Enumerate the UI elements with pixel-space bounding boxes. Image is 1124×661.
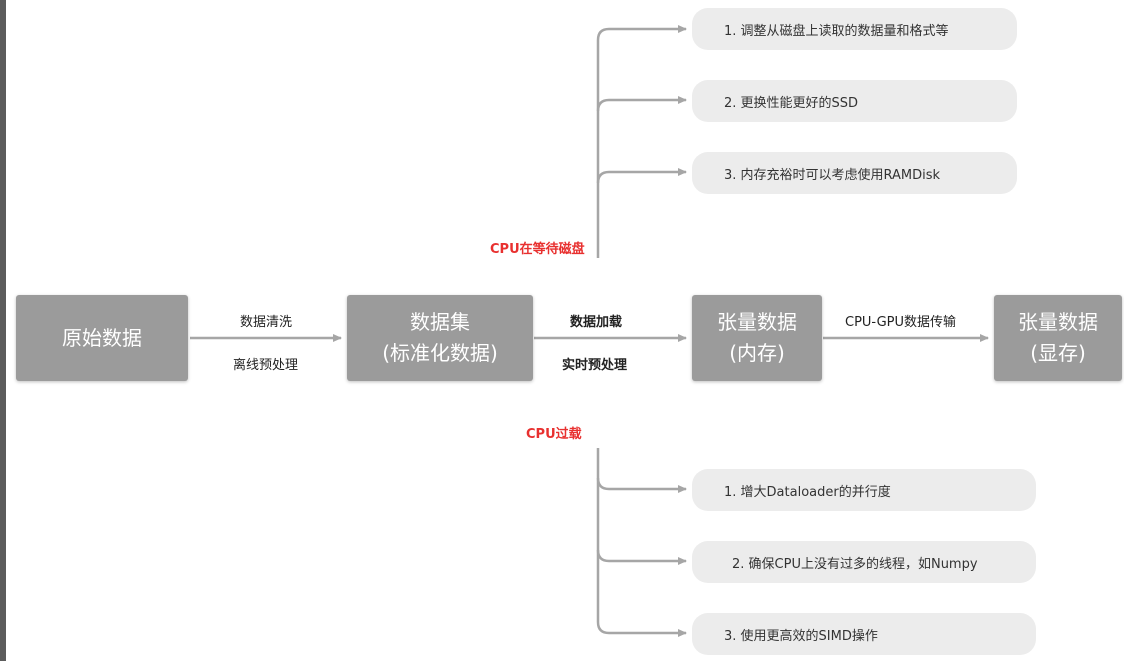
suggestion-cpu-2: 2. 确保CPU上没有过多的线程，如Numpy <box>692 541 1036 583</box>
tensor-memory-line1: 张量数据 <box>717 310 797 334</box>
raw-data-line1: 原始数据 <box>62 325 142 350</box>
suggestion-disk-3-text: 3. 内存充裕时可以考虑使用RAMDisk <box>724 167 941 183</box>
edge-label-realtime-preprocess: 实时预处理 <box>562 358 628 373</box>
dataset-line1: 数据集 <box>410 310 470 334</box>
branch-disk-item-3 <box>596 168 687 184</box>
bottleneck-label-cpu: CPU过载 <box>526 427 582 442</box>
raw-data-node: 原始数据 <box>16 295 188 381</box>
branch-disk-trunk <box>596 25 687 258</box>
tensor-gpu-line2: (显存) <box>1030 341 1086 365</box>
branch-cpu-trunk <box>596 448 687 637</box>
suggestion-disk-2-text: 2. 更换性能更好的SSD <box>724 95 859 111</box>
suggestion-disk-3: 3. 内存充裕时可以考虑使用RAMDisk <box>692 152 1017 194</box>
branch-cpu-item-2 <box>596 549 687 565</box>
suggestion-disk-1: 1. 调整从磁盘上读取的数据量和格式等 <box>692 8 1017 50</box>
window-left-edge <box>0 0 6 661</box>
tensor-gpu-node: 张量数据 (显存) <box>994 295 1122 381</box>
suggestion-cpu-1: 1. 增大Dataloader的并行度 <box>692 469 1036 511</box>
tensor-gpu-line1: 张量数据 <box>1018 310 1098 334</box>
dataset-node: 数据集 (标准化数据) <box>347 295 533 381</box>
edge-label-data-cleaning: 数据清洗 <box>240 315 293 330</box>
edge-label-offline-preprocess: 离线预处理 <box>233 358 299 373</box>
bottleneck-label-disk: CPU在等待磁盘 <box>490 242 585 257</box>
suggestion-cpu-3: 3. 使用更高效的SIMD操作 <box>692 613 1036 655</box>
edge-label-data-loading: 数据加载 <box>570 315 623 330</box>
suggestion-disk-1-text: 1. 调整从磁盘上读取的数据量和格式等 <box>724 23 949 39</box>
suggestion-cpu-2-text: 2. 确保CPU上没有过多的线程，如Numpy <box>732 556 978 572</box>
tensor-memory-line2: (内存) <box>729 341 785 365</box>
dataset-line2: (标准化数据) <box>382 341 498 365</box>
tensor-memory-node: 张量数据 (内存) <box>692 295 822 381</box>
branch-disk-item-2 <box>596 96 687 112</box>
suggestion-cpu-1-text: 1. 增大Dataloader的并行度 <box>724 484 891 500</box>
suggestion-disk-2: 2. 更换性能更好的SSD <box>692 80 1017 122</box>
suggestion-cpu-3-text: 3. 使用更高效的SIMD操作 <box>724 628 878 644</box>
branch-cpu-item-1 <box>596 477 687 493</box>
edge-label-cpu-gpu-transfer: CPU-GPU数据传输 <box>845 315 957 330</box>
